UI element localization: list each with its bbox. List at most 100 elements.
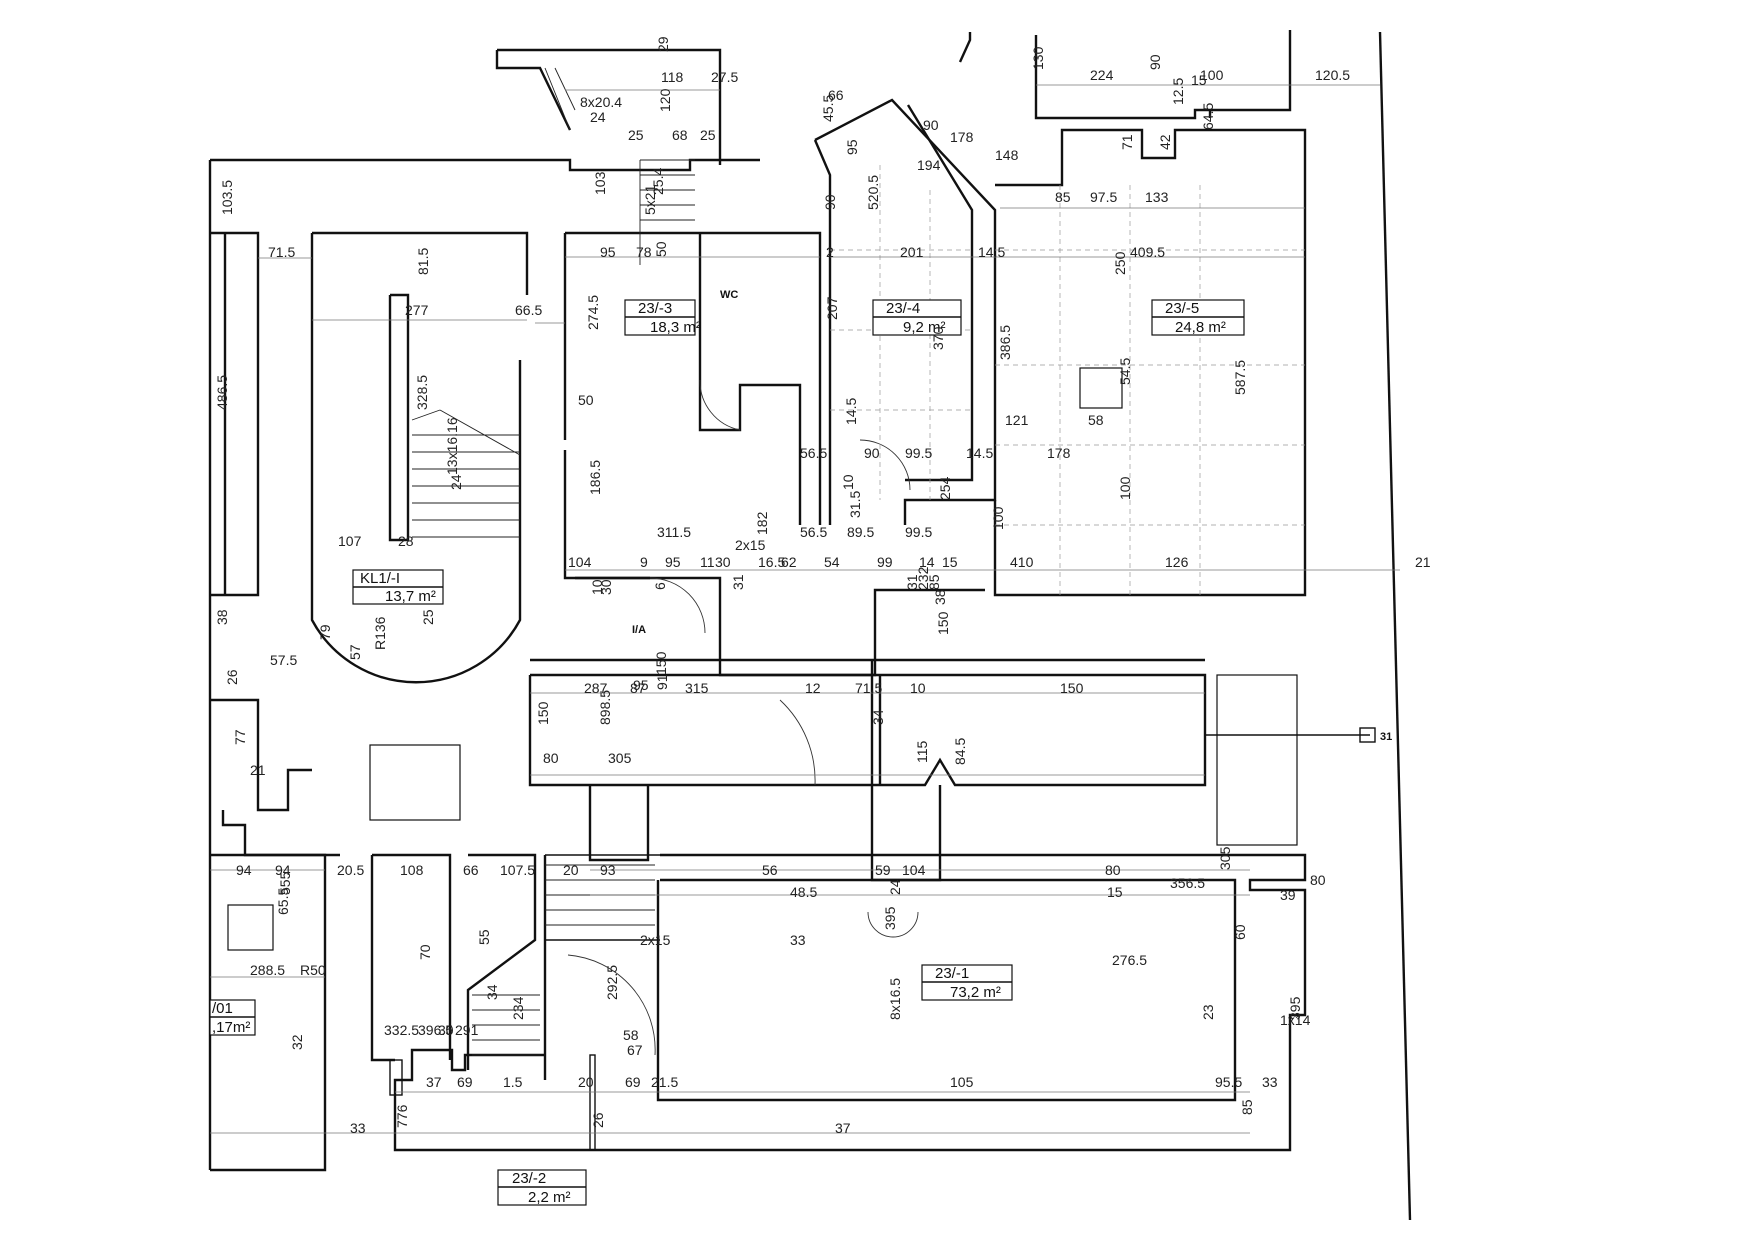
dimension-label: 26 bbox=[590, 1112, 606, 1128]
dimension-label: 108 bbox=[400, 862, 424, 878]
dimension-label: 587.5 bbox=[1232, 360, 1248, 395]
room-area: 9,2 m² bbox=[903, 319, 946, 336]
corridor-door-swing bbox=[649, 577, 706, 634]
room-labels: 23/-3 18,3 m² WC 23/-4 9,2 m² 23/-5 24,8… bbox=[209, 289, 1392, 1206]
dimension-label: 292.5 bbox=[604, 965, 620, 1000]
dimension-label: 26 bbox=[224, 669, 240, 685]
dimension-label: 85 bbox=[1055, 189, 1071, 205]
dimension-label: 104 bbox=[568, 554, 592, 570]
dimension-label: 224 bbox=[1090, 67, 1114, 83]
dimension-label: 5x21 bbox=[642, 184, 658, 215]
dimension-label: 29 bbox=[655, 36, 671, 52]
dimension-label: 126 bbox=[1165, 554, 1189, 570]
dimension-label: 24 bbox=[448, 474, 464, 490]
dimension-label: 97.5 bbox=[1090, 189, 1117, 205]
dimension-label: 148 bbox=[995, 147, 1019, 163]
dimension-label: 33 bbox=[350, 1120, 366, 1136]
corridor-arc bbox=[779, 699, 816, 786]
room-label-23-2: 23/-2 2,2 m² bbox=[497, 1169, 587, 1206]
dimension-label: 21 bbox=[250, 762, 266, 778]
dimension-label: 58 bbox=[1088, 412, 1104, 428]
dimension-label: 66 bbox=[828, 87, 844, 103]
dimension-label: R136 bbox=[372, 616, 388, 650]
dimension-label: 90 bbox=[1147, 54, 1163, 70]
dimension-label: 1.5 bbox=[503, 1074, 523, 1090]
dimension-label: 133 bbox=[1145, 189, 1169, 205]
dimension-label: 332.5 bbox=[384, 1022, 419, 1038]
stair-lower bbox=[472, 864, 655, 1056]
dimension-label: 48.5 bbox=[790, 884, 817, 900]
dimension-label: 356.5 bbox=[1170, 875, 1205, 891]
dimension-label: 150 bbox=[535, 701, 551, 725]
dimension-label: 178 bbox=[1047, 445, 1071, 461]
dimension-label: 34 bbox=[484, 984, 500, 1000]
dimension-label: 30 bbox=[715, 554, 731, 570]
room-number: 23/-5 bbox=[1165, 300, 1199, 317]
dimension-label: 80 bbox=[1310, 872, 1326, 888]
pillar bbox=[1079, 367, 1123, 409]
dimension-label: 104 bbox=[902, 862, 926, 878]
room-label-kl1: KL1/-I 13,7 m² bbox=[352, 569, 444, 605]
dimension-label: 25 bbox=[420, 609, 436, 625]
dimension-label: 14.5 bbox=[843, 398, 859, 425]
dimension-lines bbox=[210, 84, 1400, 1134]
dimension-label: 87 bbox=[630, 680, 646, 696]
dimension-label: 25 bbox=[700, 127, 716, 143]
dimension-label: 30 bbox=[438, 1022, 454, 1038]
dimension-label: 21.5 bbox=[651, 1074, 678, 1090]
room-number: 23/-2 bbox=[512, 1170, 546, 1187]
dimension-label: 90 bbox=[822, 194, 838, 210]
wc-label: WC bbox=[720, 289, 738, 301]
dimension-label: 56.5 bbox=[800, 524, 827, 540]
dimension-label: 95 bbox=[633, 677, 649, 693]
dimension-label: 276.5 bbox=[1112, 952, 1147, 968]
dimension-label: 107 bbox=[338, 533, 362, 549]
dimension-label: 234 bbox=[510, 996, 526, 1020]
dimension-label: 27.5 bbox=[711, 69, 738, 85]
dimension-label: 395 bbox=[1287, 996, 1303, 1020]
dimension-label: 84.5 bbox=[952, 738, 968, 765]
dimension-label: 291 bbox=[455, 1022, 479, 1038]
dimension-label: 32 bbox=[289, 1034, 305, 1050]
dimension-label: 37 bbox=[426, 1074, 442, 1090]
dimension-label: 58 bbox=[623, 1027, 639, 1043]
marker-ia: I/A bbox=[632, 624, 646, 636]
room-area: 2,2 m² bbox=[528, 1189, 571, 1206]
dimension-label: 12.5 bbox=[1170, 78, 1186, 105]
dimension-label: 30 bbox=[598, 579, 614, 595]
dimension-label: 77 bbox=[232, 729, 248, 745]
dimension-label: 305 bbox=[1217, 846, 1233, 870]
wc-door-swing bbox=[699, 379, 741, 431]
walls bbox=[208, 30, 1412, 1221]
room-area: 13,7 m² bbox=[385, 588, 436, 605]
dimension-label: 24 bbox=[887, 879, 903, 895]
stair-top bbox=[544, 67, 695, 265]
dimension-label: 15 bbox=[942, 554, 958, 570]
dimension-label: 67 bbox=[627, 1042, 643, 1058]
room-label-23-5: 23/-5 24,8 m² bbox=[1151, 299, 1245, 336]
dimension-label: 100 bbox=[1117, 476, 1133, 500]
dimension-label: 2x15 bbox=[640, 932, 671, 948]
dimension-label: 121 bbox=[1005, 412, 1029, 428]
dimension-label: 287 bbox=[584, 680, 608, 696]
dimension-label: 12 bbox=[805, 680, 821, 696]
dimension-label: 130 bbox=[1030, 46, 1046, 70]
dimension-label: 15 bbox=[1191, 72, 1207, 88]
dimension-label: 23 bbox=[1200, 1004, 1216, 1020]
room-number: KL1/-I bbox=[360, 570, 400, 587]
dimension-label: 288.5 bbox=[250, 962, 285, 978]
dimension-label: 1x14 bbox=[1280, 1012, 1311, 1028]
dimension-label: 115 bbox=[914, 740, 930, 763]
dimension-label: 56.5 bbox=[800, 445, 827, 461]
exterior-element bbox=[1216, 674, 1298, 846]
dimension-label: 55 bbox=[476, 929, 492, 945]
dimension-label: 776 bbox=[394, 1104, 410, 1128]
dimension-label: 8x16.5 bbox=[887, 978, 903, 1020]
dimension-label: 150 bbox=[1060, 680, 1084, 696]
dimension-label: 232 bbox=[915, 566, 931, 590]
dimension-label: 85 bbox=[926, 574, 942, 590]
dimension-label: 95 bbox=[665, 554, 681, 570]
room-label-23-1: 23/-1 73,2 m² bbox=[921, 964, 1013, 1001]
dimension-label: 13x16.16 bbox=[444, 417, 460, 475]
